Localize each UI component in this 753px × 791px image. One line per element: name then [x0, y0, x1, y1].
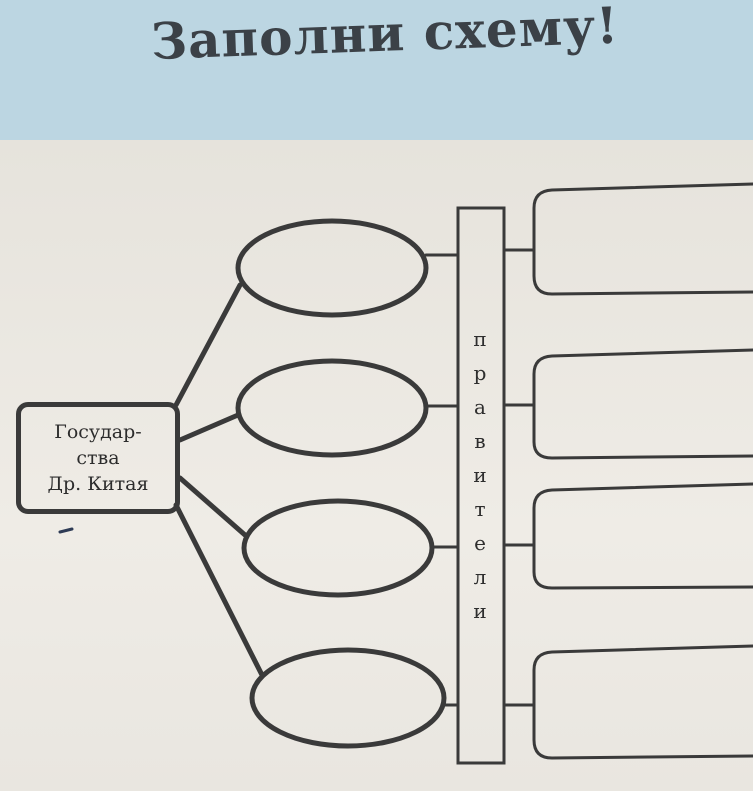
- column-letter: п: [473, 327, 487, 351]
- column-letter: е: [474, 531, 486, 555]
- connector-root-oval-4: [173, 502, 265, 678]
- ruler-box-3: [532, 482, 753, 590]
- column-letter: в: [474, 429, 486, 453]
- state-oval-1: [235, 218, 429, 318]
- root-box-label: Государ- ства Др. Китая: [48, 419, 149, 497]
- connector-root-oval-3: [177, 475, 248, 538]
- column-letter: т: [474, 497, 486, 521]
- column-letter: р: [473, 361, 487, 385]
- worksheet-page: [0, 140, 753, 791]
- column-letter: а: [474, 395, 486, 419]
- ruler-box-2: [532, 348, 753, 460]
- title-banner: Заполни схему!: [0, 0, 753, 140]
- state-oval-3: [241, 498, 435, 598]
- root-label-line-3: Др. Китая: [47, 473, 149, 495]
- rulers-column-label: п р а в и т е л и: [462, 322, 498, 628]
- connector-root-oval-2: [177, 412, 241, 443]
- pen-mark: [58, 527, 74, 534]
- root-label-line-1: Государ-: [54, 421, 142, 443]
- ruler-box-4: [532, 644, 753, 760]
- column-letter: и: [473, 463, 487, 487]
- state-oval-2: [235, 358, 429, 458]
- rulers-column: [456, 206, 506, 765]
- connector-root-oval-1: [173, 282, 243, 408]
- root-box-states-ancient-china: Государ- ства Др. Китая: [16, 402, 180, 514]
- column-letter: л: [473, 565, 487, 589]
- ruler-box-1: [532, 182, 753, 296]
- root-label-line-2: ства: [76, 447, 120, 469]
- column-letter: и: [473, 599, 487, 623]
- state-oval-4: [249, 647, 447, 749]
